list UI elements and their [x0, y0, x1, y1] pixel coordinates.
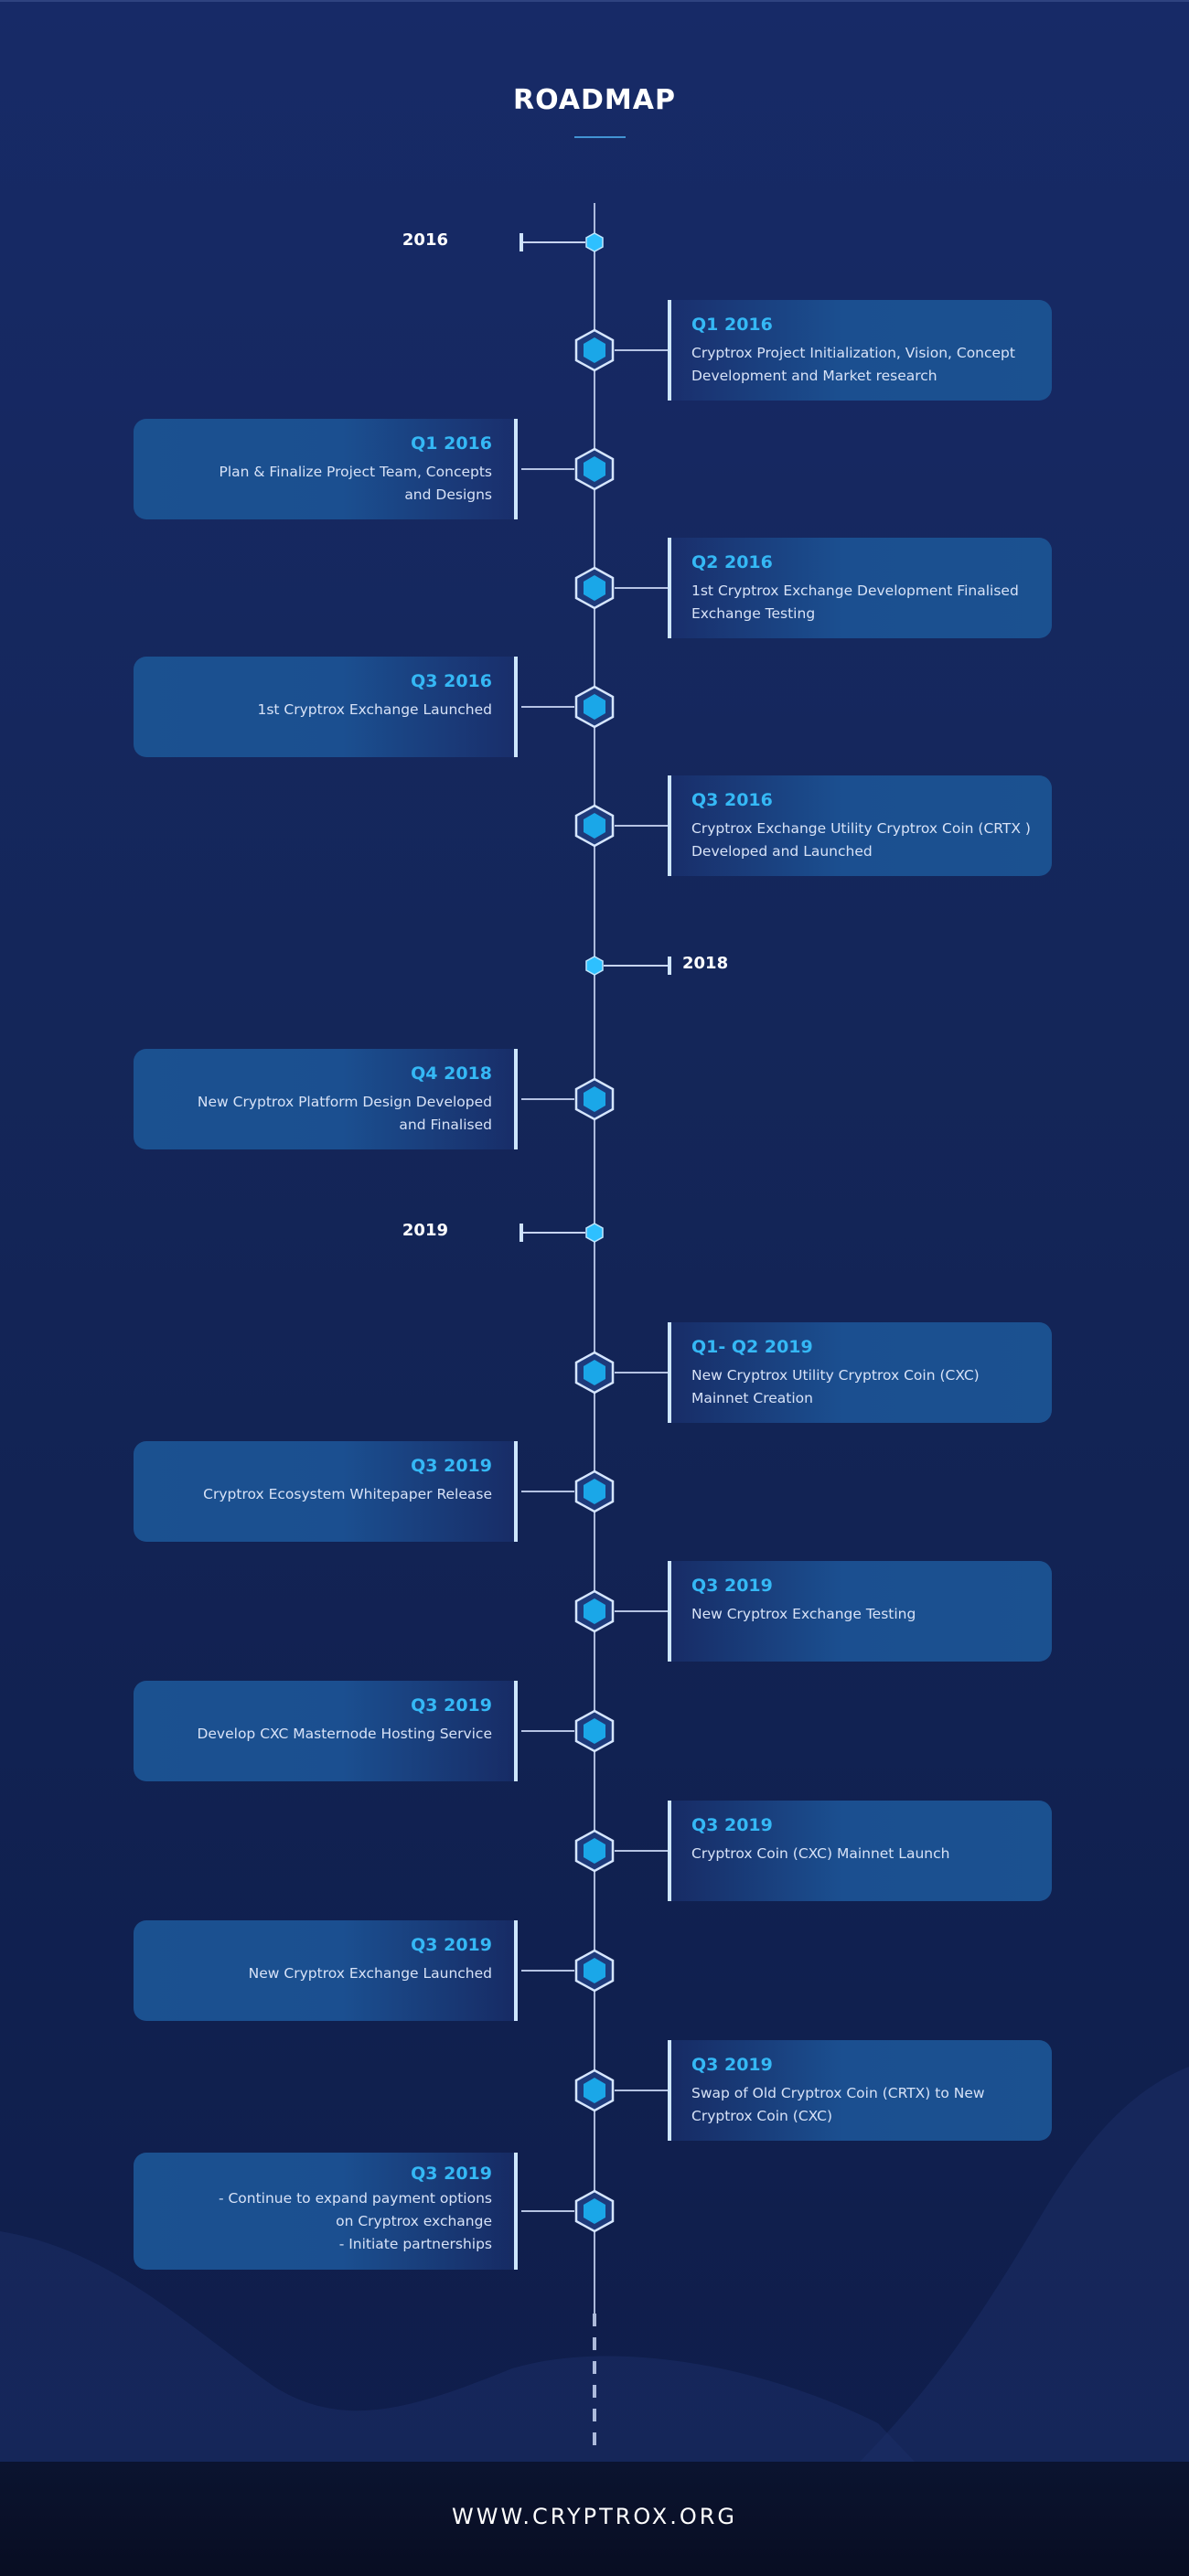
- milestone-title: Q3 2019: [691, 1815, 773, 1835]
- milestone-connector: [615, 349, 668, 351]
- milestone-card: Q1 2016 Cryptrox Project Initialization,…: [668, 300, 1052, 401]
- milestone-connector: [615, 825, 668, 827]
- milestone-card: Q3 2016 1st Cryptrox Exchange Launched: [134, 657, 518, 757]
- milestone-title: Q3 2019: [691, 1576, 773, 1596]
- title-underline: [574, 136, 626, 138]
- milestone-description: Develop CXC Masternode Hosting Service: [197, 1726, 492, 1742]
- milestone-connector: [521, 2210, 574, 2212]
- milestone-card: Q1- Q2 2019 New Cryptrox Utility Cryptro…: [668, 1322, 1052, 1423]
- milestone-card: Q3 2019 Cryptrox Ecosystem Whitepaper Re…: [134, 1441, 518, 1542]
- milestone-description: Cryptrox Ecosystem Whitepaper Release: [203, 1486, 492, 1502]
- milestone-description: New Cryptrox Exchange Testing: [691, 1606, 916, 1622]
- milestone-description: Cryptrox Coin (CXC) Mainnet Launch: [691, 1845, 950, 1862]
- milestone-description: - Continue to expand payment options on …: [218, 2190, 492, 2252]
- year-marker-2016: 2016: [393, 229, 604, 256]
- milestone-card: Q1 2016 Plan & Finalize Project Team, Co…: [134, 419, 518, 519]
- milestone-card: Q3 2019 Develop CXC Masternode Hosting S…: [134, 1681, 518, 1781]
- milestone-title: Q3 2016: [411, 671, 492, 691]
- year-tick: [520, 1224, 523, 1242]
- timeline-continuation: [593, 2314, 596, 2451]
- milestone-title: Q3 2019: [411, 1695, 492, 1716]
- milestone-description: 1st Cryptrox Exchange Launched: [257, 701, 492, 718]
- milestone-description: New Cryptrox Utility Cryptrox Coin (CXC)…: [691, 1367, 980, 1406]
- milestone-connector: [521, 1098, 574, 1100]
- milestone-title: Q4 2018: [411, 1064, 492, 1084]
- year-connector: [523, 241, 585, 243]
- hexagon-node-icon: [574, 1470, 615, 1513]
- hexagon-node-icon: [574, 1077, 615, 1121]
- milestone-connector: [521, 1730, 574, 1732]
- year-connector: [523, 1232, 585, 1234]
- year-connector: [604, 965, 668, 967]
- hexagon-node-icon: [574, 1949, 615, 1993]
- milestone-description: Cryptrox Project Initialization, Vision,…: [691, 345, 1015, 384]
- year-marker-2019: 2019: [393, 1219, 604, 1246]
- hexagon-node-icon: [574, 1829, 615, 1873]
- milestone-description: Swap of Old Cryptrox Coin (CRTX) to New …: [691, 2085, 985, 2124]
- milestone-description: 1st Cryptrox Exchange Development Finali…: [691, 583, 1019, 622]
- milestone-connector: [615, 2090, 668, 2091]
- milestone-card: Q4 2018 New Cryptrox Platform Design Dev…: [134, 1049, 518, 1149]
- milestone-card: Q2 2016 1st Cryptrox Exchange Developmen…: [668, 538, 1052, 638]
- hexagon-node-icon: [574, 2189, 615, 2233]
- year-label: 2016: [402, 230, 448, 250]
- milestone-description: Cryptrox Exchange Utility Cryptrox Coin …: [691, 820, 1031, 860]
- milestone-connector: [615, 587, 668, 589]
- hexagon-node-icon: [574, 685, 615, 729]
- milestone-description: New Cryptrox Exchange Launched: [248, 1965, 492, 1982]
- milestone-connector: [615, 1610, 668, 1612]
- milestone-title: Q1 2016: [691, 315, 773, 335]
- hexagon-node-icon: [574, 2068, 615, 2112]
- milestone-card: Q3 2019 New Cryptrox Exchange Launched: [134, 1920, 518, 2021]
- year-dot-icon: [585, 1223, 604, 1243]
- year-tick: [668, 957, 671, 975]
- milestone-title: Q3 2019: [411, 1935, 492, 1955]
- milestone-description: New Cryptrox Platform Design Developed a…: [197, 1094, 492, 1133]
- year-dot-icon: [585, 956, 604, 976]
- hexagon-node-icon: [574, 1589, 615, 1633]
- timeline-line: [594, 203, 595, 2314]
- milestone-title: Q3 2019: [411, 1456, 492, 1476]
- year-marker-2018: 2018: [585, 952, 787, 979]
- milestone-card: Q3 2019 Cryptrox Coin (CXC) Mainnet Laun…: [668, 1801, 1052, 1901]
- year-tick: [520, 233, 523, 251]
- milestone-card: Q3 2019 - Continue to expand payment opt…: [134, 2153, 518, 2270]
- hexagon-node-icon: [574, 1351, 615, 1395]
- milestone-connector: [615, 1372, 668, 1374]
- milestone-connector: [521, 706, 574, 708]
- footer-website-link[interactable]: WWW.CRYPTROX.ORG: [451, 2504, 738, 2529]
- hexagon-node-icon: [574, 1709, 615, 1753]
- milestone-connector: [521, 1970, 574, 1972]
- page-title: ROADMAP: [513, 84, 676, 116]
- hexagon-node-icon: [574, 328, 615, 372]
- milestone-card: Q3 2019 Swap of Old Cryptrox Coin (CRTX)…: [668, 2040, 1052, 2141]
- milestone-title: Q3 2016: [691, 790, 773, 810]
- milestone-card: Q3 2019 New Cryptrox Exchange Testing: [668, 1561, 1052, 1662]
- hexagon-node-icon: [574, 566, 615, 610]
- milestone-description: Plan & Finalize Project Team, Concepts a…: [219, 464, 492, 503]
- milestone-connector: [521, 1491, 574, 1492]
- year-dot-icon: [585, 232, 604, 252]
- year-label: 2019: [402, 1221, 448, 1240]
- milestone-connector: [615, 1850, 668, 1852]
- milestone-card: Q3 2016 Cryptrox Exchange Utility Cryptr…: [668, 775, 1052, 876]
- milestone-connector: [521, 468, 574, 470]
- milestone-title: Q1 2016: [411, 433, 492, 454]
- milestone-title: Q1- Q2 2019: [691, 1337, 813, 1357]
- milestone-title: Q3 2019: [691, 2055, 773, 2075]
- hexagon-node-icon: [574, 447, 615, 491]
- milestone-title: Q3 2019: [411, 2164, 492, 2184]
- hexagon-node-icon: [574, 804, 615, 848]
- milestone-title: Q2 2016: [691, 552, 773, 572]
- footer: WWW.CRYPTROX.ORG: [0, 2462, 1189, 2576]
- year-label: 2018: [682, 954, 729, 973]
